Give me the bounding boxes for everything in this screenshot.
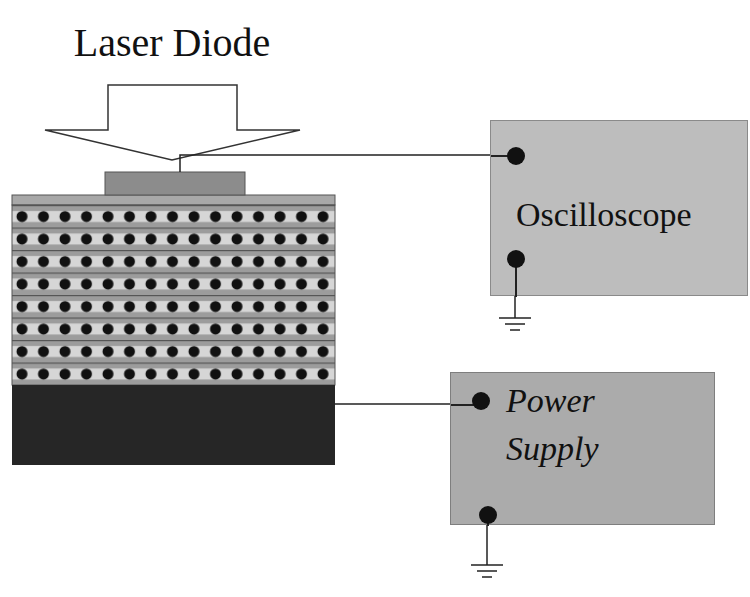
terminal-dot <box>472 392 490 410</box>
ground-wire <box>486 525 488 565</box>
substrate <box>12 385 335 465</box>
ground-symbol <box>477 570 497 572</box>
beam-label: Laser Diode <box>74 20 271 66</box>
instrument-box: Power Supply <box>450 372 715 525</box>
terminal-dot <box>507 250 525 268</box>
instrument-label: Power Supply <box>506 377 656 473</box>
laser-arrow <box>45 85 300 160</box>
terminal-dot <box>479 506 497 524</box>
ground-symbol <box>482 576 492 578</box>
top-contact <box>105 172 245 195</box>
bias-wire <box>335 403 450 405</box>
ground-wire <box>514 295 516 318</box>
cap-layer <box>12 195 335 205</box>
signal-wire <box>180 155 490 172</box>
instrument-label: Oscilloscope <box>516 191 741 239</box>
ground-symbol <box>510 329 520 331</box>
ground-symbol <box>505 323 525 325</box>
terminal-dot <box>507 147 525 165</box>
ground-symbol <box>471 564 503 566</box>
instrument-box: Oscilloscope <box>490 120 748 296</box>
ground-symbol <box>499 317 531 319</box>
quantum-dot-layers <box>12 205 335 385</box>
